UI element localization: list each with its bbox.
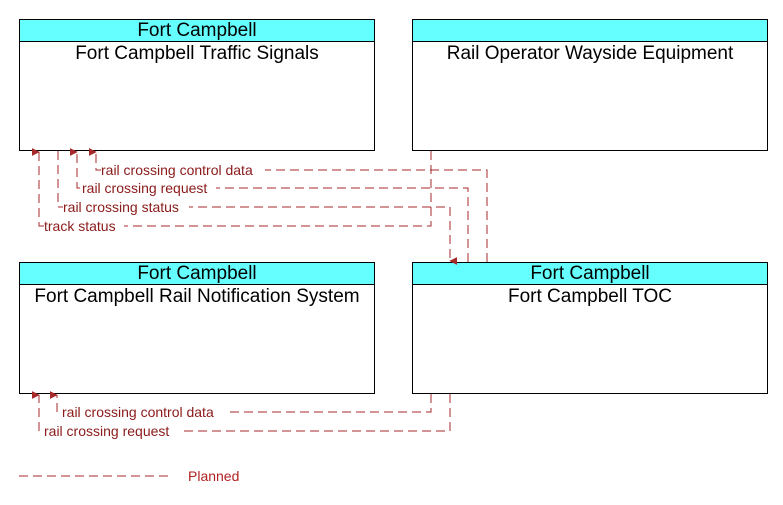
flow-label-rail-crossing-status: rail crossing status [63, 199, 179, 215]
flow-line-rail-crossing-control-data [88, 148, 488, 262]
flow-line-rail-crossing-request [69, 148, 469, 262]
traffic-signals-header: Fort Campbell [20, 20, 374, 42]
toc-box[interactable]: Fort Campbell Fort Campbell TOC [412, 262, 768, 394]
flow-line-rail-crossing-status [57, 151, 458, 265]
flow-label-rail-crossing-control-data: rail crossing control data [101, 162, 253, 178]
flow-label-notification-request: rail crossing request [44, 423, 169, 439]
flow-label-notification-control-data: rail crossing control data [62, 404, 214, 420]
rail-wayside-box[interactable]: Rail Operator Wayside Equipment [412, 19, 768, 151]
rail-wayside-title: Rail Operator Wayside Equipment [446, 43, 734, 64]
flow-line-notification-request [31, 391, 451, 432]
flow-line-track-status [31, 148, 432, 227]
toc-title: Fort Campbell TOC [507, 286, 672, 307]
flow-label-track-status: track status [44, 218, 116, 234]
traffic-signals-title: Fort Campbell Traffic Signals [75, 43, 319, 64]
rail-notification-title: Fort Campbell Rail Notification System [34, 286, 360, 307]
legend-planned-label: Planned [188, 468, 240, 484]
flow-label-rail-crossing-request: rail crossing request [82, 180, 207, 196]
traffic-signals-box[interactable]: Fort Campbell Fort Campbell Traffic Sign… [19, 19, 375, 151]
rail-notification-box[interactable]: Fort Campbell Fort Campbell Rail Notific… [19, 262, 375, 394]
flow-line-notification-control-data [49, 391, 432, 413]
rail-notification-header: Fort Campbell [20, 263, 374, 285]
rail-wayside-header [413, 20, 767, 42]
toc-header: Fort Campbell [413, 263, 767, 285]
